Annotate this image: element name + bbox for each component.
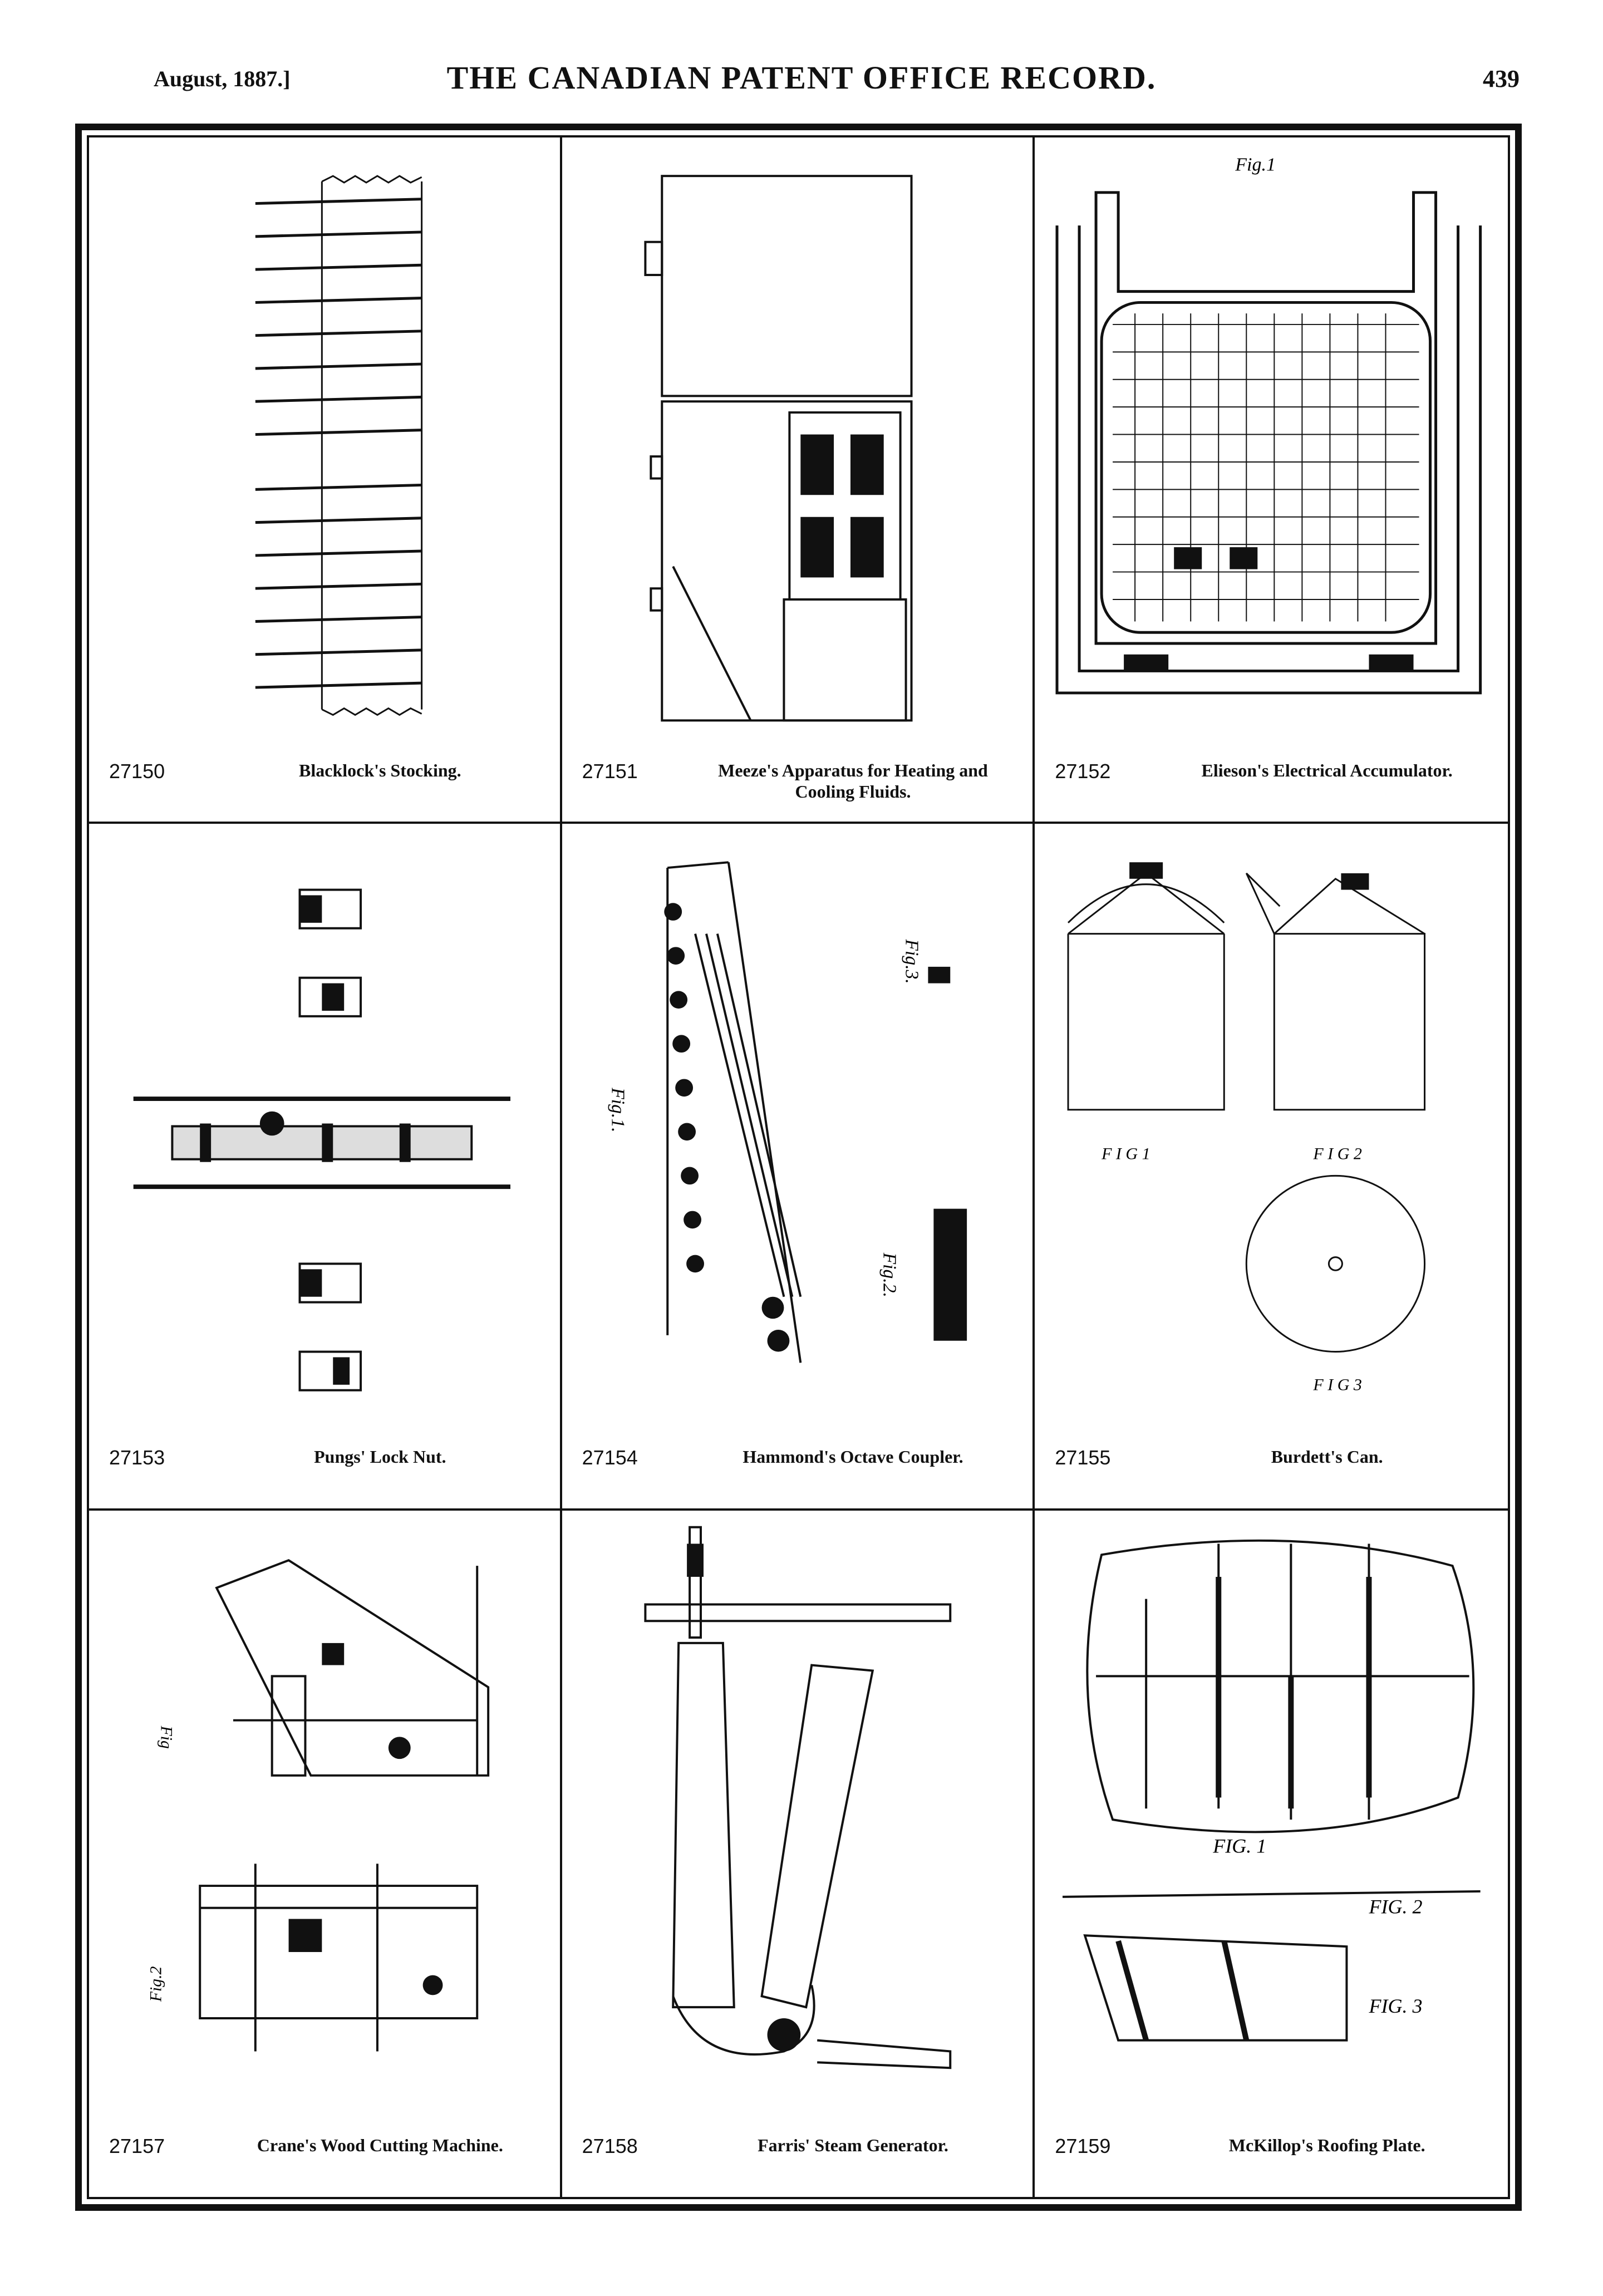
patent-title: Meeze's Apparatus for Heating and Coolin… bbox=[718, 760, 988, 802]
patent-number: 27150 bbox=[109, 759, 165, 783]
fig-label: Fig.2. bbox=[879, 1252, 899, 1297]
fig-label: Fig.2 bbox=[146, 1966, 165, 2002]
fig-label: FIG. 2 bbox=[1369, 1895, 1423, 1918]
roofing-plate-drawing: FIG. 1 FIG. 2 FIG. 3 bbox=[1035, 1511, 1508, 2101]
stocking-drawing bbox=[89, 137, 560, 726]
octave-coupler-drawing: Fig.1. Fig.2. Fig.3. bbox=[562, 824, 1033, 1412]
patent-caption: 27155 Burdett's Can. bbox=[1035, 1419, 1508, 1508]
fig-label: F I G 2 bbox=[1313, 1145, 1363, 1163]
heating-cooling-apparatus-drawing bbox=[562, 137, 1033, 726]
patent-caption: 27150 Blacklock's Stocking. bbox=[89, 733, 560, 822]
fig-label: FIG. 3 bbox=[1369, 1995, 1423, 2017]
fig-label: F I G 1 bbox=[1101, 1145, 1150, 1163]
fig-label: F I G 3 bbox=[1313, 1376, 1363, 1394]
patent-caption: 27158 Farris' Steam Generator. bbox=[562, 2108, 1033, 2197]
steam-generator-drawing bbox=[562, 1511, 1033, 2101]
patent-cell-27157: Fig Fig.2 27157 Crane's Wood Cutting Mac… bbox=[89, 1510, 562, 2197]
patent-title: Pungs' Lock Nut. bbox=[314, 1446, 446, 1467]
patent-number: 27155 bbox=[1055, 1446, 1111, 1469]
patent-number: 27157 bbox=[109, 2134, 165, 2157]
patent-title: Burdett's Can. bbox=[1271, 1446, 1383, 1467]
patent-cell-27150: 27150 Blacklock's Stocking. bbox=[89, 137, 562, 824]
outer-frame bbox=[75, 124, 1522, 2211]
patent-number: 27151 bbox=[582, 759, 638, 783]
patent-title: Elieson's Electrical Accumulator. bbox=[1201, 760, 1453, 780]
patent-cell-27159: FIG. 1 FIG. 2 FIG. 3 27159 McKillop's Ro… bbox=[1035, 1511, 1508, 2197]
patent-caption: 27153 Pungs' Lock Nut. bbox=[89, 1419, 560, 1508]
patent-title: McKillop's Roofing Plate. bbox=[1228, 2135, 1425, 2155]
patent-caption: 27151 Meeze's Apparatus for Heating and … bbox=[562, 733, 1033, 822]
patent-cell-27154: Fig.1. Fig.2. Fig.3. 27154 Hammond's Oct… bbox=[562, 824, 1035, 1511]
can-drawing: F I G 1 F I G 2 F I G 3 bbox=[1035, 824, 1508, 1412]
patent-caption: 27157 Crane's Wood Cutting Machine. bbox=[89, 2108, 560, 2197]
patent-number: 27154 bbox=[582, 1446, 638, 1469]
patent-cell-27155: F I G 1 F I G 2 F I G 3 27155 Burdett's … bbox=[1035, 824, 1508, 1511]
patent-title: Blacklock's Stocking. bbox=[299, 760, 461, 780]
fig-label: FIG. 1 bbox=[1213, 1835, 1267, 1857]
patent-cell-27153: 27153 Pungs' Lock Nut. bbox=[89, 824, 562, 1511]
patent-number: 27152 bbox=[1055, 759, 1111, 783]
page-number: 439 bbox=[1483, 65, 1520, 92]
patent-cell-27152: Fig.1 bbox=[1035, 137, 1508, 824]
patent-caption: 27152 Elieson's Electrical Accumulator. bbox=[1035, 733, 1508, 822]
patent-cell-27158: 27158 Farris' Steam Generator. bbox=[562, 1510, 1035, 2197]
patent-caption: 27159 McKillop's Roofing Plate. bbox=[1035, 2108, 1508, 2197]
patent-number: 27159 bbox=[1055, 2134, 1111, 2157]
patent-number: 27158 bbox=[582, 2134, 638, 2157]
issue-date: August, 1887.] bbox=[154, 66, 291, 91]
patent-title: Farris' Steam Generator. bbox=[758, 2135, 948, 2155]
patent-title: Crane's Wood Cutting Machine. bbox=[257, 2135, 503, 2155]
fig-label: Fig.3. bbox=[901, 939, 922, 984]
wood-cutting-machine-drawing: Fig Fig.2 bbox=[89, 1511, 560, 2101]
fig-label: Fig.1. bbox=[607, 1088, 628, 1133]
page-header: August, 1887.] THE CANADIAN PATENT OFFIC… bbox=[0, 0, 1603, 122]
inner-frame bbox=[87, 135, 1510, 2199]
patent-title: Hammond's Octave Coupler. bbox=[743, 1446, 963, 1467]
patent-cell-27151: 27151 Meeze's Apparatus for Heating and … bbox=[562, 137, 1035, 824]
patent-number: 27153 bbox=[109, 1446, 165, 1469]
patent-caption: 27154 Hammond's Octave Coupler. bbox=[562, 1419, 1033, 1508]
fig-label: Fig.1 bbox=[1235, 154, 1276, 175]
electrical-accumulator-drawing: Fig.1 bbox=[1035, 137, 1508, 726]
fig-label: Fig bbox=[157, 1725, 175, 1748]
patent-grid: 27150 Blacklock's Stocking. bbox=[89, 137, 1508, 2197]
lock-nut-drawing bbox=[89, 824, 560, 1412]
publication-title: THE CANADIAN PATENT OFFICE RECORD. bbox=[446, 60, 1157, 96]
